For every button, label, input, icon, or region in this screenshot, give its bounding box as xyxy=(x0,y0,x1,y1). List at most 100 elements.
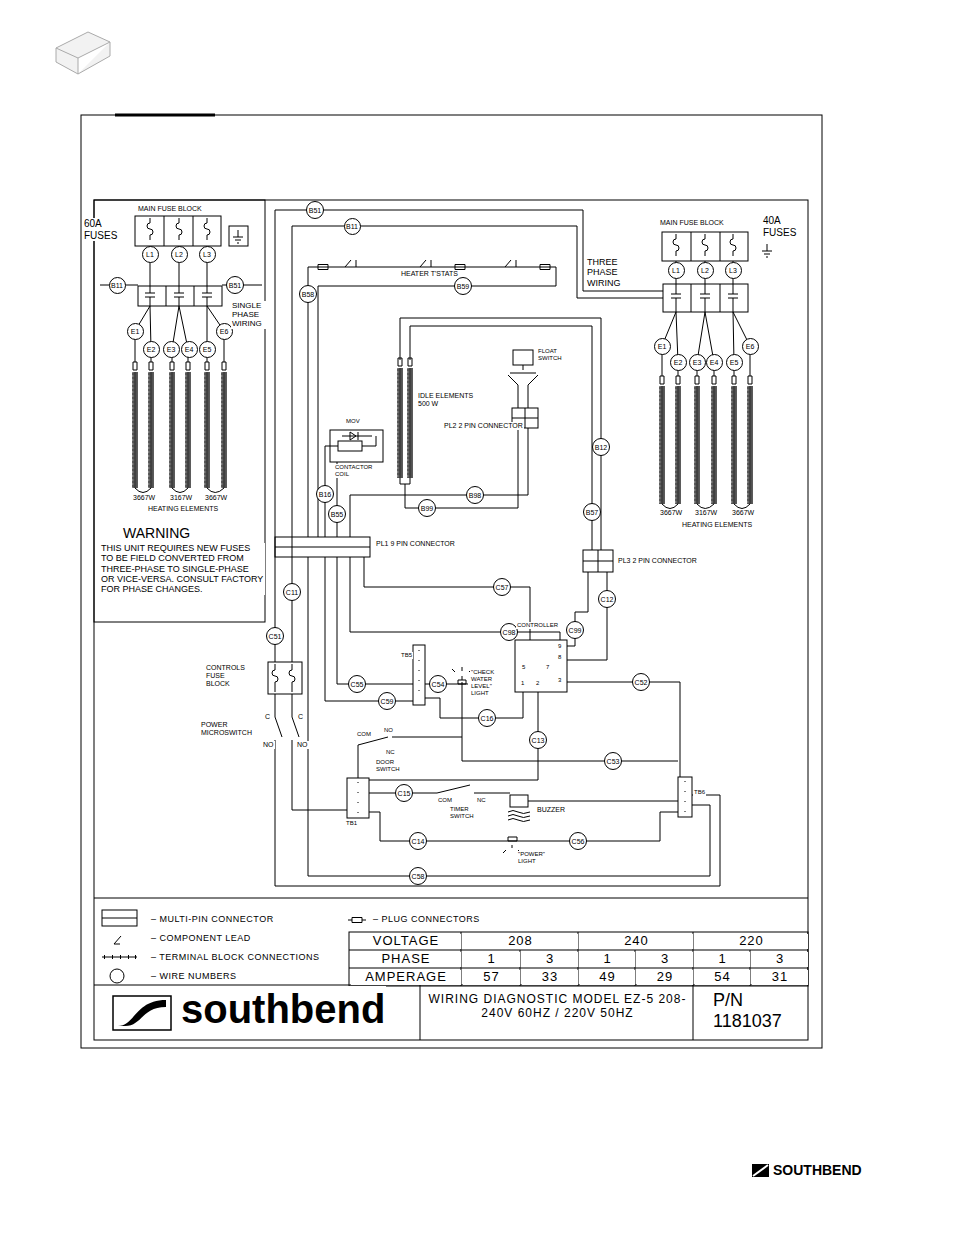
heating-coil xyxy=(148,372,154,488)
wire-number: C16 xyxy=(478,709,496,727)
wire-number: B59 xyxy=(454,277,472,295)
wire-number: L1 xyxy=(142,246,159,263)
diagram-label: 3 xyxy=(557,677,562,684)
wire xyxy=(275,210,663,662)
wire-number-text: C99 xyxy=(569,627,582,634)
wire-number-text: C57 xyxy=(496,584,509,591)
heating-coil xyxy=(204,372,210,488)
wire xyxy=(350,428,528,537)
wire-number: E2 xyxy=(670,354,687,371)
diagram-label: 3667W xyxy=(132,494,156,502)
wire xyxy=(308,267,556,537)
diagram-label: POWER MICROSWITCH xyxy=(200,721,262,737)
wire-number-text: C98 xyxy=(503,629,516,636)
wire xyxy=(350,557,560,640)
tb5-dots xyxy=(419,650,420,700)
wire-number-text: B11 xyxy=(111,282,123,289)
wire-number-text: C16 xyxy=(481,715,494,722)
wire-number: E3 xyxy=(689,354,706,371)
wire xyxy=(567,572,588,646)
pl1-divider xyxy=(275,547,370,548)
heating-coil xyxy=(675,386,681,504)
right-heating-elements xyxy=(397,368,753,504)
wire-number-text: L3 xyxy=(203,251,211,258)
wire-number: C59 xyxy=(378,692,396,710)
diagram-label: NC xyxy=(476,797,487,804)
wire-number: B51 xyxy=(306,201,324,219)
terminal-links xyxy=(145,286,212,306)
diagram-label: 3 xyxy=(637,952,693,967)
inner-frame xyxy=(94,200,808,1040)
heating-coil xyxy=(711,386,717,504)
wire-number: C55 xyxy=(348,675,366,693)
outer-frame xyxy=(81,115,822,1048)
footer-logo-mark xyxy=(752,1164,769,1177)
wire xyxy=(400,428,518,508)
diagram-label: PL3 2 PIN CONNECTOR xyxy=(617,557,698,565)
multi-pin-sample-line xyxy=(102,918,137,919)
wire-number: B12 xyxy=(592,438,610,456)
wire xyxy=(292,226,663,662)
diagram-label: TB6 xyxy=(693,789,706,796)
diagram-label: 7 xyxy=(545,664,550,671)
diagram-label: 60A FUSES xyxy=(83,218,121,241)
diagram-label: SINGLE PHASE WIRING xyxy=(231,301,267,329)
legend-text: – TERMINAL BLOCK CONNECTIONS xyxy=(150,952,321,962)
diagram-label: 2 xyxy=(535,680,540,687)
wire-number: B51 xyxy=(226,276,244,294)
wire-number-text: E4 xyxy=(710,359,719,366)
diagram-label: NO xyxy=(296,741,309,749)
diagram-label: VOLTAGE xyxy=(351,934,461,949)
wire-number-sample xyxy=(110,969,124,983)
wire xyxy=(358,737,462,778)
component-lead-sample xyxy=(114,936,121,944)
device-icon xyxy=(56,32,110,74)
diagram-label: WIRING DIAGNOSTIC MODEL EZ-5 208-240V 60… xyxy=(424,993,691,1021)
wire-number-text: E1 xyxy=(658,343,667,350)
wire-number: C14 xyxy=(409,832,427,850)
legend-text: – COMPONENT LEAD xyxy=(150,933,252,943)
diagram-label: PL2 2 PIN CONNECTOR xyxy=(443,422,524,430)
diagram-label: HEATER T'STATS xyxy=(400,270,459,278)
diagram-label: DOOR SWITCH xyxy=(375,759,403,773)
wire-number: C12 xyxy=(598,590,616,608)
plug-connectors xyxy=(660,376,752,384)
wire-number: C58 xyxy=(409,867,427,885)
wire-number-text: B59 xyxy=(457,283,469,290)
wire-number-text: C14 xyxy=(412,838,425,845)
diagram-label: 33 xyxy=(522,970,578,985)
wire-number: B11 xyxy=(344,218,361,235)
wire-number-text: C58 xyxy=(412,873,425,880)
buzzer xyxy=(510,795,528,807)
diagram-label: PHASE xyxy=(351,952,461,967)
diagram-label: TIMER SWITCH xyxy=(449,806,479,820)
terminal-block xyxy=(663,284,748,312)
diagram-label: HEATING ELEMENTS xyxy=(681,521,753,529)
diagram-label: 49 xyxy=(580,970,635,985)
wire-number: C53 xyxy=(604,752,622,770)
door-switch xyxy=(358,737,388,745)
wire-number-text: E5 xyxy=(730,359,739,366)
idle-coil xyxy=(397,368,403,478)
wire-number: E5 xyxy=(726,354,743,371)
device-icon-shape xyxy=(56,32,110,74)
diagram-label: CONTROLLER xyxy=(516,622,559,629)
diagram-label: 8 xyxy=(557,654,562,661)
diagram-label: "POWER" LIGHT xyxy=(517,851,549,865)
wire-number: B11 xyxy=(109,277,126,294)
table-grid xyxy=(349,932,808,986)
diagram-label: C xyxy=(264,713,271,721)
wire-number-text: E5 xyxy=(203,346,212,353)
wire-number-text: E6 xyxy=(220,328,229,335)
wire-number-text: B58 xyxy=(302,291,314,298)
frame xyxy=(81,115,822,1048)
diagram-label: 29 xyxy=(637,970,693,985)
wire-number: L2 xyxy=(171,246,188,263)
wire-number-text: B99 xyxy=(421,505,433,512)
controller-box xyxy=(515,640,567,692)
wire xyxy=(410,326,592,550)
diagram-label: 208 xyxy=(463,934,578,949)
wire-number: E4 xyxy=(706,354,723,371)
float-switch xyxy=(513,350,533,365)
wire-number-text: B55 xyxy=(331,511,343,518)
